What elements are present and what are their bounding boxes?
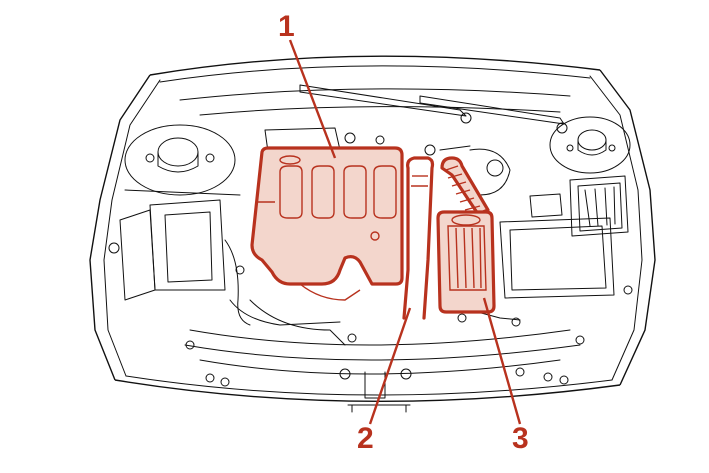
callout-3: 3 xyxy=(512,422,529,455)
engine-top-cover xyxy=(250,146,404,301)
leader-line-2 xyxy=(368,307,412,425)
callout-1: 1 xyxy=(278,10,295,43)
leader-line-1 xyxy=(288,39,337,159)
right-fuse-box xyxy=(499,175,633,299)
engine-bay-outline xyxy=(89,55,656,413)
left-strut-tower xyxy=(124,124,241,196)
leader-line-3 xyxy=(482,297,522,425)
callout-2: 2 xyxy=(357,422,374,455)
right-strut-tower xyxy=(549,116,631,174)
left-battery-box xyxy=(108,199,341,326)
intake-hose xyxy=(402,156,435,320)
engine-details xyxy=(249,127,521,346)
air-filter-housing xyxy=(436,156,496,314)
